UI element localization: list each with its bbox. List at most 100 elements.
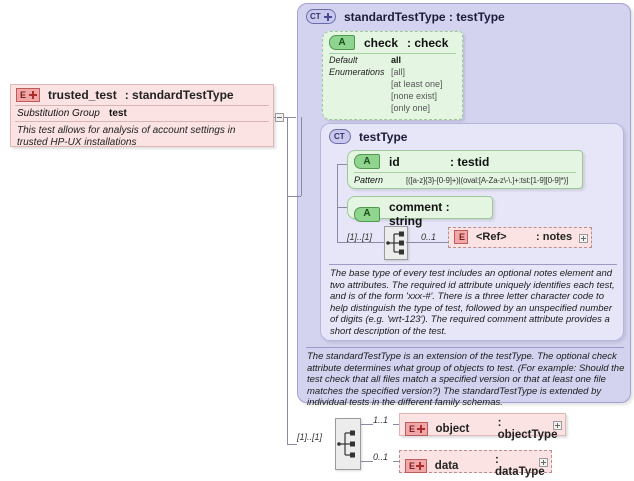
collapse-minus-icon[interactable] <box>275 113 284 122</box>
attribute-check-enum-row-2: [none exist] <box>323 90 462 102</box>
attribute-check-type: : check <box>407 35 449 50</box>
sequence-icon-bottom[interactable] <box>335 418 361 470</box>
bottom-sequence-occurrence: [1]..[1] <box>297 432 323 442</box>
spacer <box>329 103 391 113</box>
connector-line <box>393 424 399 425</box>
connector-line <box>406 242 448 243</box>
attribute-id-pattern-row: Pattern [([a-z]{3}-[0-9]+)|(oval:[A-Za-z… <box>348 173 582 187</box>
element-plus-icon[interactable]: E <box>16 88 40 102</box>
expand-data-icon[interactable] <box>539 458 548 467</box>
connector-line <box>337 242 384 243</box>
attribute-check-box[interactable]: A check : check Default all Enumerations… <box>322 31 463 120</box>
connector-line <box>361 461 373 462</box>
complextype-standardtesttype-header: CT standardTestType : testType <box>306 9 505 24</box>
element-object-name: object <box>435 423 470 435</box>
element-notes-ref-type: : notes <box>536 231 573 243</box>
attribute-id-pattern-label: Pattern <box>354 175 384 185</box>
attribute-check-enum-row-3: [only one] <box>323 102 462 114</box>
substitution-group-row: Substitution Group test <box>11 106 273 121</box>
connector-line <box>361 424 373 425</box>
expand-object-icon[interactable] <box>553 421 562 430</box>
attribute-icon: A <box>354 154 380 169</box>
attribute-icon: A <box>354 206 380 222</box>
element-object-box[interactable]: E object : objectType <box>399 413 566 441</box>
element-plus-icon[interactable]: E <box>405 422 428 436</box>
divider <box>329 264 617 265</box>
connector-line <box>337 164 347 165</box>
complextype-standardtesttype-title: standardTestType : testType <box>344 9 505 24</box>
attribute-check-name: check <box>364 35 399 50</box>
attribute-comment-box[interactable]: A comment : string <box>347 196 493 228</box>
attribute-check-enum-row-1: [at least one] <box>323 78 462 90</box>
complextype-testtype-header: CT testType <box>329 129 407 144</box>
connector-line <box>301 117 302 196</box>
attribute-id-header: A id : testid <box>348 151 582 172</box>
expand-notes-icon[interactable] <box>579 234 588 243</box>
divider <box>329 53 456 54</box>
sequence-glyph <box>337 430 355 458</box>
attribute-id-box[interactable]: A id : testid Pattern [([a-z]{3}-[0-9]+)… <box>347 150 583 189</box>
divider <box>15 121 269 122</box>
attribute-check-header: A check : check <box>323 32 462 53</box>
attribute-id-pattern-value: [([a-z]{3}-[0-9]+)|(oval:[A-Za-z\-\.]+:t… <box>406 176 569 185</box>
attribute-comment-name: comment : string <box>388 200 450 228</box>
complextype-standardtesttype[interactable]: CT standardTestType : testType A check :… <box>297 3 631 408</box>
spacer <box>329 91 391 101</box>
element-data-header: E data : dataType <box>400 451 551 481</box>
element-data-name: data <box>434 460 459 472</box>
element-trusted-test-header: E trusted_test : standardTestType <box>11 85 273 105</box>
attribute-check-default-label: Default <box>329 55 358 65</box>
attribute-check-default-value: all <box>391 55 402 65</box>
sequence-occurrence-inner: [1]..[1] <box>347 232 373 242</box>
element-trusted-test-description: This test allows for analysis of account… <box>17 125 236 148</box>
attribute-id-name: id <box>389 154 400 169</box>
complextype-testtype-title: testType <box>359 129 408 144</box>
sequence-icon[interactable] <box>384 226 408 260</box>
element-trusted-test-type: : standardTestType <box>124 88 234 102</box>
divider <box>306 347 624 348</box>
element-notes-ref-header: E <Ref> : notes <box>449 228 591 246</box>
divider <box>354 172 576 173</box>
spacer <box>329 79 391 89</box>
enumeration-value: [only one] <box>391 103 431 113</box>
connector-line <box>274 117 276 118</box>
testtype-description: The base type of every test includes an … <box>330 268 615 337</box>
element-icon: E <box>454 230 468 244</box>
substitution-group-label: Substitution Group <box>17 108 100 119</box>
enumeration-value: [none exist] <box>391 91 438 101</box>
connector-line <box>287 117 288 444</box>
connector-line <box>287 196 301 197</box>
connector-line <box>284 117 296 118</box>
element-notes-ref-box[interactable]: E <Ref> : notes <box>448 227 592 248</box>
element-object-type: : objectType <box>497 417 558 441</box>
divider <box>15 105 269 106</box>
enumeration-value: [at least one] <box>391 79 443 89</box>
connector-line <box>393 461 399 462</box>
notes-occurrence: 0..1 <box>421 232 437 242</box>
attribute-check-enum-row-0: Enumerations [all] <box>323 66 462 78</box>
attribute-id-type: : testid <box>450 154 490 169</box>
attribute-check-default-row: Default all <box>323 54 462 66</box>
complextype-icon[interactable]: CT <box>329 129 351 144</box>
element-notes-ref-name: <Ref> <box>476 231 507 243</box>
element-trusted-test-name: trusted_test <box>48 88 117 102</box>
connector-line <box>287 444 297 445</box>
substitution-group-value: test <box>109 108 127 119</box>
element-data-box[interactable]: E data : dataType <box>399 450 552 478</box>
element-object-header: E object : objectType <box>400 414 565 444</box>
attribute-comment-header: A comment : string <box>348 197 492 231</box>
complextype-plus-icon[interactable]: CT <box>306 9 336 24</box>
complextype-testtype[interactable]: CT testType A id : testid Pattern [([a-z… <box>320 123 624 341</box>
attribute-icon: A <box>329 35 355 50</box>
connector-line <box>337 207 347 208</box>
data-occurrence: 0..1 <box>373 452 389 462</box>
enumeration-value: [all] <box>391 67 406 77</box>
standardtesttype-description: The standardTestType is an extension of … <box>307 351 625 408</box>
object-occurrence: 1..1 <box>373 415 389 425</box>
element-data-type: : dataType <box>495 454 545 478</box>
attribute-check-enumerations-label: Enumerations <box>329 67 385 77</box>
element-plus-icon[interactable]: E <box>405 459 427 473</box>
sequence-glyph <box>386 231 404 255</box>
connector-line <box>337 164 338 243</box>
element-trusted-test-box[interactable]: E trusted_test : standardTestType Substi… <box>10 84 274 148</box>
